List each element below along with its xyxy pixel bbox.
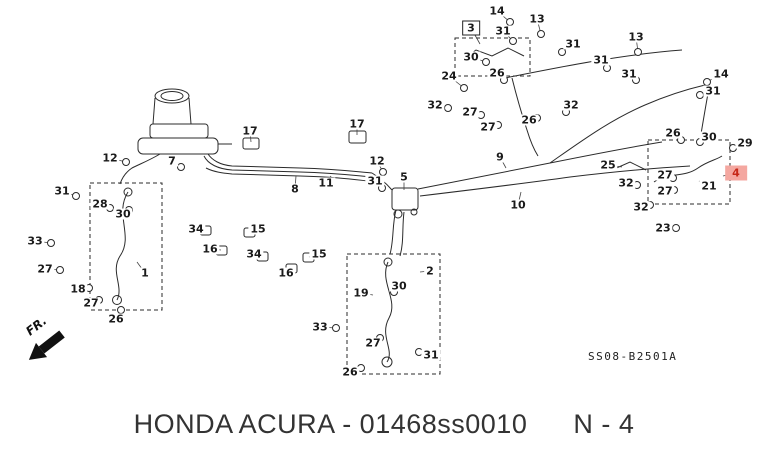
fr-label: FR. [23, 314, 49, 339]
leader-lines [34, 10, 746, 373]
rear-hose-assembly [611, 139, 731, 205]
fr-direction-arrow: FR. [23, 314, 65, 360]
footer-caption: HONDA ACURA - 01468ss0010 N - 4 [0, 390, 768, 459]
proportioning-valve [391, 187, 419, 219]
center-hose-assembly [346, 253, 441, 375]
pipe-retainers [242, 130, 367, 150]
footer-page-ref: N - 4 [573, 409, 635, 439]
footer-title: HONDA ACURA - 01468ss0010 [133, 409, 528, 439]
front-left-hose-assembly [89, 182, 163, 311]
top-bracket-assembly [454, 37, 531, 77]
brake-pipes [119, 49, 710, 257]
master-cylinder [137, 88, 232, 155]
diagram-line-art [89, 37, 731, 375]
brake-lines-diagram: FR. [23, 10, 746, 375]
diagram-code: SS08-B2501A [588, 350, 678, 363]
